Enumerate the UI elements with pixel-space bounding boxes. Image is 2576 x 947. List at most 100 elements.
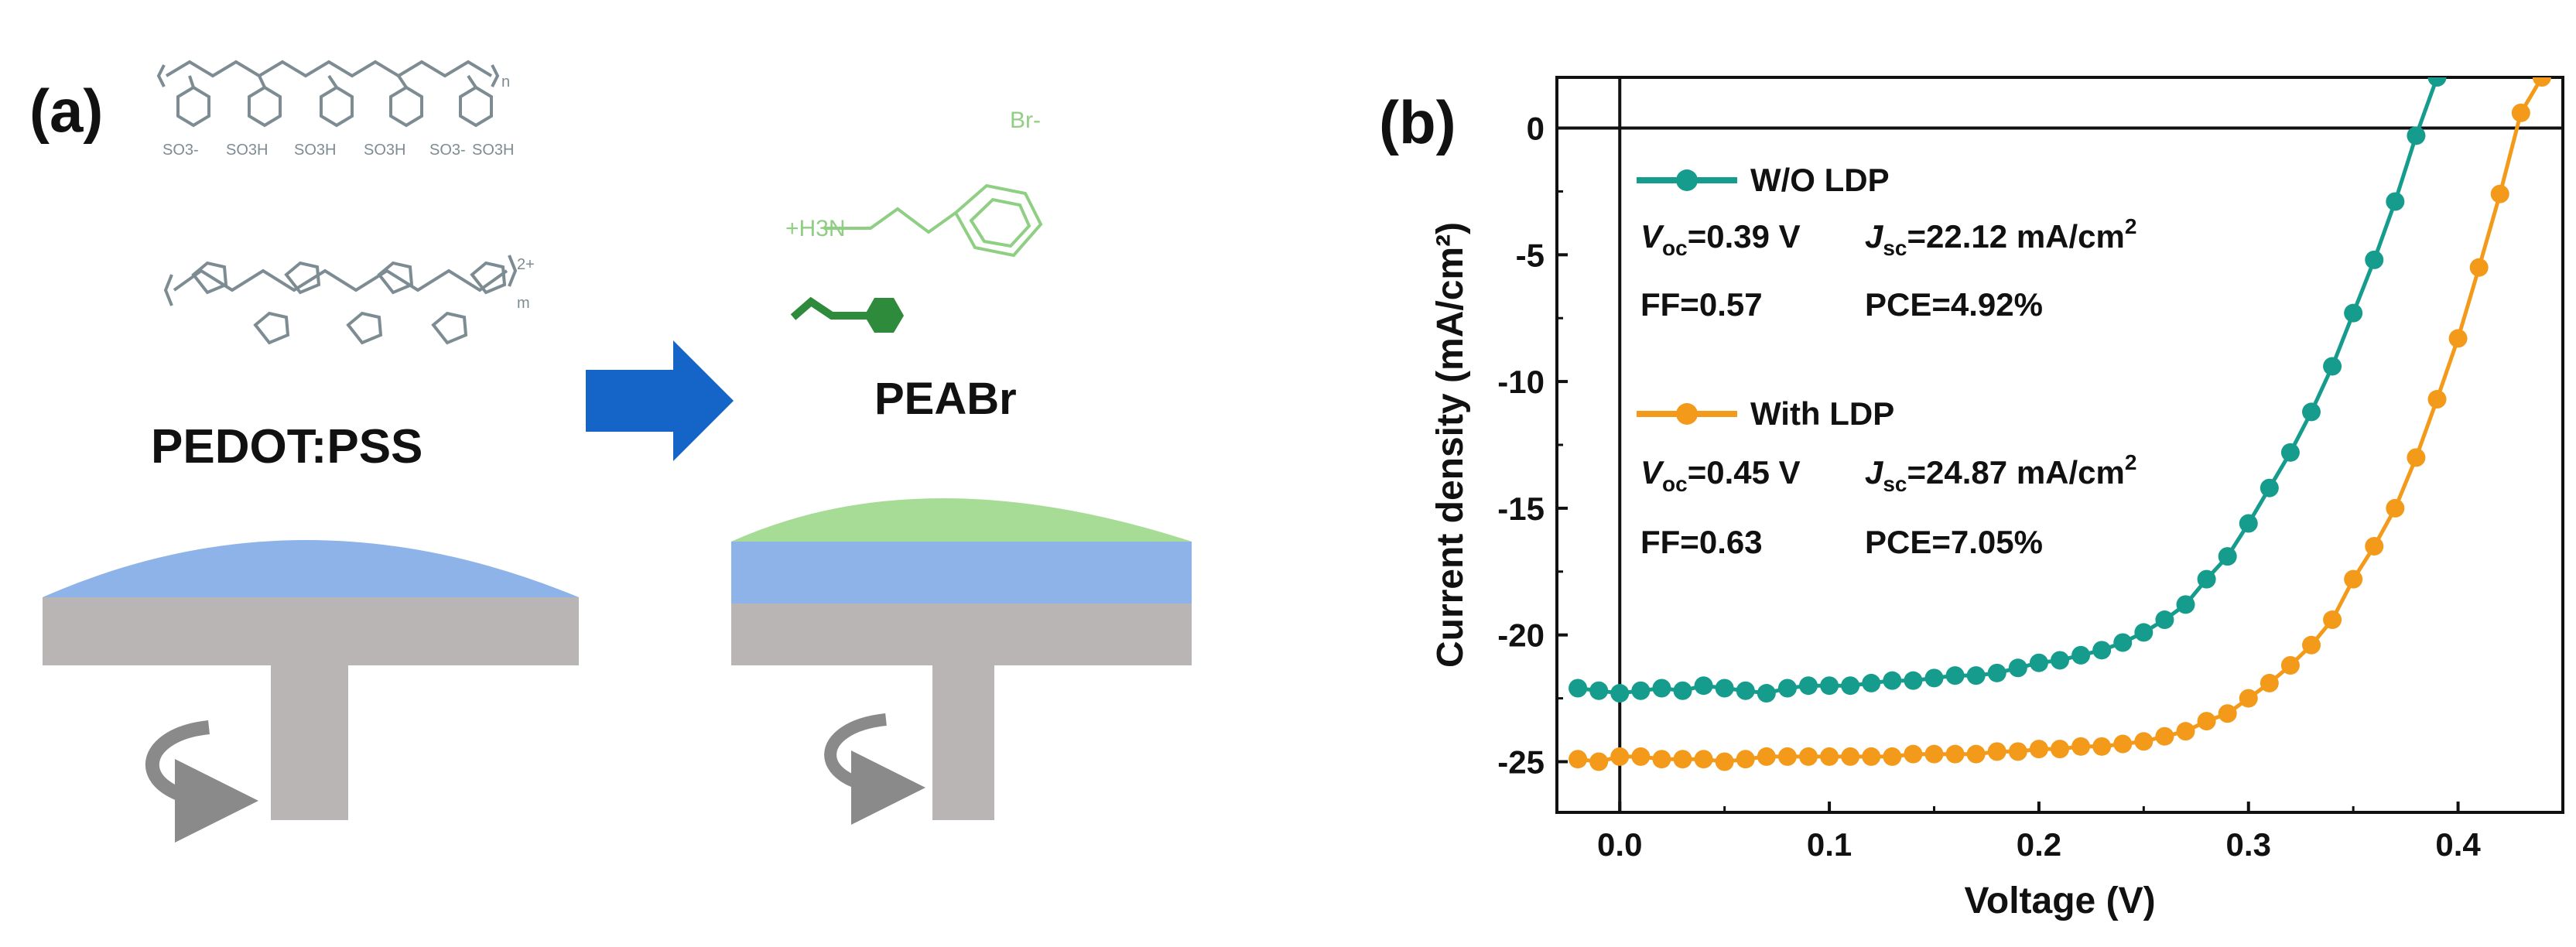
data-point (2029, 653, 2048, 672)
data-point (1652, 679, 1671, 698)
plot-frame (1555, 76, 2564, 814)
jsc-wo-ldp-text: Jsc=22.12 mA/cm2 (1865, 214, 2136, 260)
data-point (1589, 752, 1609, 771)
voc-with-ldp-text: Voc=0.45 V (1640, 454, 1801, 496)
ff-wo-ldp-text: FF=0.57 (1640, 286, 1763, 323)
so3h-label: SO3H (472, 142, 514, 159)
data-point (1883, 747, 1902, 766)
data-point (1862, 673, 1881, 692)
series-wo-ldp (1569, 77, 2447, 703)
data-point (2365, 537, 2384, 556)
panel-b-label: (b) (1379, 88, 1456, 156)
x-tick-label: 0.4 (2435, 826, 2481, 863)
data-point (2448, 329, 2468, 348)
legend-label-with-ldp: With LDP (1750, 395, 1894, 432)
substrate (43, 597, 579, 665)
data-point (1945, 666, 1965, 685)
peabr-skeletal-icon (790, 296, 904, 333)
data-point (2260, 673, 2279, 692)
data-point (1757, 684, 1776, 703)
so3-label: SO3- (162, 142, 199, 159)
legend-label-wo-ldp: W/O LDP (1750, 162, 1890, 198)
data-point (1862, 747, 1881, 766)
data-point (1694, 676, 1713, 696)
x-tick-label: 0.0 (1597, 826, 1642, 863)
data-point (1820, 747, 1839, 766)
y-tick-label: -15 (1497, 491, 1545, 527)
data-point (2051, 740, 2069, 759)
data-point (2029, 740, 2048, 759)
so3-label: SO3- (429, 142, 466, 159)
data-point (1610, 747, 1630, 766)
data-point (1715, 679, 1734, 698)
x-axis-label: Voltage (V) (1964, 880, 2155, 921)
legend-item-with-ldp: With LDP (1637, 395, 1894, 432)
data-point (1904, 671, 1923, 690)
data-point (2113, 633, 2133, 652)
legend-marker-with-ldp (1676, 403, 1698, 425)
pedot-m-subscript: m (517, 295, 530, 312)
legend-item-wo-ldp: W/O LDP (1637, 162, 1890, 198)
data-point (1841, 676, 1860, 696)
peabr-label: PEABr (874, 374, 1017, 424)
y-tick-label: -5 (1516, 237, 1545, 273)
legend: W/O LDP Voc=0.39 V Jsc=22.12 mA/cm2 FF=0… (1637, 162, 2136, 560)
data-point (1715, 752, 1734, 771)
data-point (1736, 750, 1755, 769)
data-point (1883, 671, 1902, 690)
peabr-film (731, 498, 1192, 542)
pedot-pss-label: PEDOT:PSS (151, 420, 422, 474)
panel-a: (a) SO3- SO3H SO3H SO3H SO3- SO3H n (29, 60, 1192, 843)
pss-n-subscript: n (501, 74, 510, 91)
data-point (2490, 184, 2509, 203)
x-tick-label: 0.1 (1807, 826, 1852, 863)
data-point (1799, 676, 1818, 696)
legend-marker-wo-ldp (1676, 169, 1698, 191)
data-point (2239, 689, 2258, 708)
data-point (2386, 192, 2405, 211)
y-tick-label: -25 (1497, 744, 1545, 780)
data-point (2008, 658, 2027, 678)
data-point (1610, 684, 1630, 703)
data-point (2092, 737, 2112, 756)
spin-coater-right (731, 498, 1192, 825)
pedot-structure (163, 255, 518, 345)
data-point (2344, 303, 2363, 323)
data-point (2239, 514, 2258, 533)
x-tick-label: 0.2 (2017, 826, 2061, 863)
data-point (1652, 750, 1671, 769)
peabr-molecule (824, 183, 1043, 258)
pedot-charge: 2+ (517, 256, 535, 273)
pss-substituent-labels: SO3- SO3H SO3H SO3H SO3- SO3H n (162, 74, 514, 159)
data-point (2197, 712, 2216, 731)
process-arrow-icon (586, 340, 734, 461)
bromide-label: Br- (1010, 108, 1041, 133)
series-with-ldp (1569, 77, 2551, 771)
data-point (2155, 610, 2174, 630)
data-point (1777, 747, 1797, 766)
data-point (2323, 610, 2342, 630)
rotation-arrow-icon (824, 713, 925, 825)
y-tick-label: -20 (1497, 617, 1545, 654)
data-point (1569, 750, 1588, 769)
data-point (1799, 747, 1818, 766)
data-point (2302, 635, 2321, 655)
substrate (731, 603, 1192, 665)
so3h-label: SO3H (364, 142, 405, 159)
data-point (2280, 656, 2300, 675)
pedot-labels: 2+ m (517, 256, 535, 312)
pedot-film (43, 540, 579, 597)
ff-with-ldp-text: FF=0.63 (1640, 524, 1763, 560)
data-point (2134, 623, 2154, 642)
data-point (2407, 448, 2426, 467)
data-point (2176, 595, 2195, 614)
data-point (2176, 722, 2195, 741)
data-point (1673, 750, 1692, 769)
data-point (1987, 742, 2006, 761)
data-point (2469, 258, 2489, 277)
data-point (2218, 704, 2237, 723)
data-point (2134, 732, 2154, 751)
data-point (2280, 443, 2300, 462)
data-point (1945, 744, 1965, 764)
